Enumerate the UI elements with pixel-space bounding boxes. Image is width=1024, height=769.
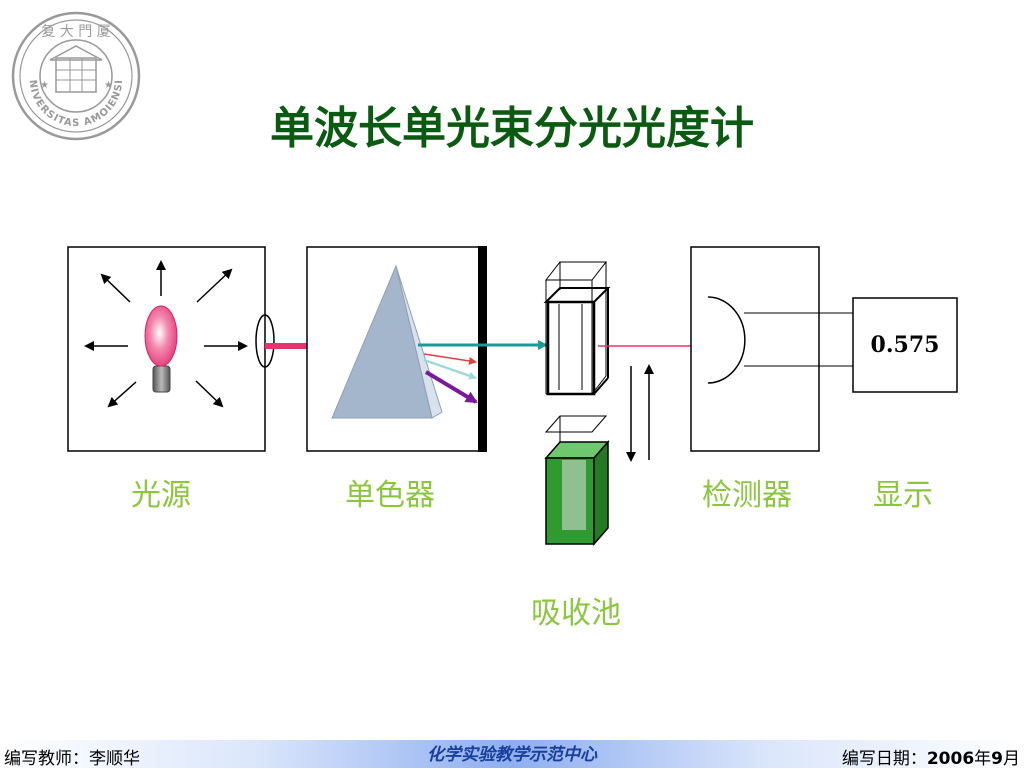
label-monochromator: 单色器 bbox=[345, 478, 435, 513]
spectrophotometer-diagram bbox=[67, 246, 958, 546]
footer-author: 编写教师：李顺华 bbox=[4, 749, 140, 769]
seal-top-text: 复 大 門 厦 bbox=[41, 23, 110, 40]
dispersed-purple-ray bbox=[424, 370, 478, 404]
light-source-box bbox=[67, 246, 275, 452]
footer-bar bbox=[0, 740, 1024, 768]
footer-date-month-suffix: 月 bbox=[1003, 749, 1020, 769]
svg-text:★: ★ bbox=[40, 80, 49, 91]
exit-slit bbox=[478, 246, 487, 452]
footer-date-prefix: 编写日期： bbox=[841, 749, 927, 769]
lens-icon bbox=[255, 314, 275, 368]
dispersed-lightblue-ray bbox=[423, 358, 477, 380]
radiating-arrows bbox=[84, 260, 248, 408]
footer-date-month: 9 bbox=[991, 749, 1003, 769]
label-light-source: 光源 bbox=[131, 478, 191, 513]
cuvette-sample bbox=[544, 415, 610, 546]
footer-date: 编写日期：2006年9月 bbox=[842, 744, 1020, 769]
display-readout: 0.575 bbox=[870, 332, 940, 358]
detector-box bbox=[690, 246, 820, 452]
university-seal-logo: UNIVERSITAS AMOIENSIS 复 大 門 厦 ★ ★ bbox=[10, 10, 141, 141]
footer-center-title: 化学实验教学示范中心 bbox=[427, 745, 597, 765]
cuvette-reference bbox=[543, 261, 611, 396]
footer-date-year: 2006 bbox=[926, 749, 975, 769]
label-detector: 检测器 bbox=[702, 478, 792, 513]
label-cuvette: 吸收池 bbox=[531, 596, 621, 631]
prism-icon bbox=[331, 264, 443, 419]
display-box bbox=[852, 297, 958, 393]
svg-text:★: ★ bbox=[104, 80, 113, 91]
label-display: 显示 bbox=[873, 478, 933, 513]
dispersed-red-ray bbox=[423, 353, 477, 365]
monochromator-box bbox=[306, 246, 487, 452]
light-bulb-icon bbox=[144, 305, 178, 393]
slide-title: 单波长单光束分光光度计 bbox=[270, 103, 754, 154]
footer-date-year-suffix: 年 bbox=[974, 749, 992, 769]
detector-photocell-icon bbox=[707, 296, 746, 384]
